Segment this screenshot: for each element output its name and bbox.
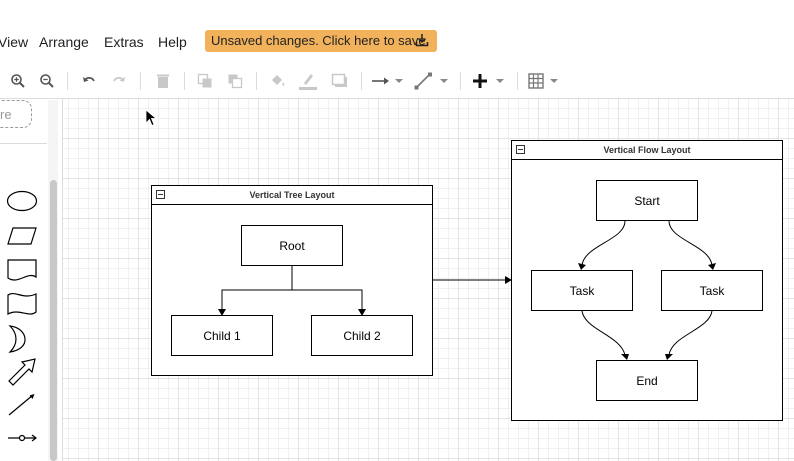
task-left-node[interactable]: Task (531, 270, 633, 311)
task-right-node[interactable]: Task (661, 270, 763, 311)
unsaved-changes-button[interactable]: Unsaved changes. Click here to save. (205, 30, 437, 52)
sidebar-divider (0, 143, 47, 144)
document-shape[interactable] (6, 257, 38, 283)
line-color-icon (299, 74, 317, 90)
child-2-node[interactable]: Child 2 (311, 315, 413, 356)
shadow-icon (331, 73, 347, 87)
or-shape[interactable] (6, 324, 38, 354)
redo-icon (113, 76, 125, 82)
delete-icon (157, 74, 169, 88)
toolbar-separator (184, 72, 185, 90)
menu-extras[interactable]: Extras (104, 34, 144, 50)
flow-layout-title: Vertical Flow Layout (512, 141, 782, 160)
line-shape[interactable] (6, 392, 38, 418)
waypoints-icon (414, 72, 448, 90)
table-button[interactable] (528, 70, 562, 92)
to-front-button[interactable] (196, 70, 214, 92)
zoom-in-icon (11, 74, 25, 88)
line-color-button[interactable] (298, 70, 318, 92)
redo-button[interactable] (109, 70, 129, 92)
collapse-icon[interactable] (516, 145, 525, 154)
insert-icon (473, 74, 504, 88)
tree-layout-title: Vertical Tree Layout (152, 186, 432, 205)
waypoints-button[interactable] (414, 70, 450, 92)
search-shapes-input[interactable]: re (0, 100, 32, 128)
zoom-in-button[interactable] (8, 70, 28, 92)
toolbar (0, 64, 794, 99)
menu-arrange[interactable]: Arrange (39, 34, 89, 50)
root-node[interactable]: Root (241, 225, 343, 266)
toolbar-separator (460, 72, 461, 90)
search-shapes-placeholder: re (0, 107, 12, 122)
download-icon (415, 34, 429, 47)
undo-button[interactable] (79, 70, 99, 92)
zoom-out-button[interactable] (37, 70, 57, 92)
fill-color-icon (272, 75, 285, 86)
delete-button[interactable] (154, 70, 172, 92)
menu-view[interactable]: View (0, 34, 29, 50)
zoom-out-icon (40, 74, 54, 88)
start-node[interactable]: Start (596, 180, 698, 221)
table-icon (528, 73, 558, 89)
connection-icon (372, 77, 403, 85)
sidebar-scrollbar-thumb[interactable] (50, 180, 57, 461)
arrow-shape[interactable] (6, 357, 38, 387)
toolbar-separator (361, 72, 362, 90)
unsaved-changes-label: Unsaved changes. Click here to save. (211, 33, 430, 48)
mouse-cursor-icon (145, 109, 157, 127)
toolbar-separator (140, 72, 141, 90)
link-connector-shape[interactable] (6, 431, 38, 445)
menu-help[interactable]: Help (158, 34, 187, 50)
tape-shape[interactable] (6, 290, 38, 318)
ellipse-shape[interactable] (6, 190, 38, 212)
shadow-button[interactable] (330, 70, 350, 92)
to-back-button[interactable] (226, 70, 244, 92)
toolbar-separator (517, 72, 518, 90)
end-node[interactable]: End (596, 360, 698, 401)
connection-button[interactable] (371, 70, 405, 92)
fill-color-button[interactable] (268, 70, 288, 92)
toolbar-separator (67, 72, 68, 90)
parallelogram-shape[interactable] (6, 226, 38, 246)
undo-icon (83, 76, 95, 82)
to-back-icon (228, 74, 243, 89)
child-1-node[interactable]: Child 1 (171, 315, 273, 356)
to-front-icon (197, 73, 212, 88)
menu-bar: View Arrange Extras Help Unsaved changes… (0, 0, 794, 64)
insert-button[interactable] (472, 70, 508, 92)
toolbar-separator (256, 72, 257, 90)
collapse-icon[interactable] (156, 190, 165, 199)
shape-sidebar: re (0, 99, 63, 461)
